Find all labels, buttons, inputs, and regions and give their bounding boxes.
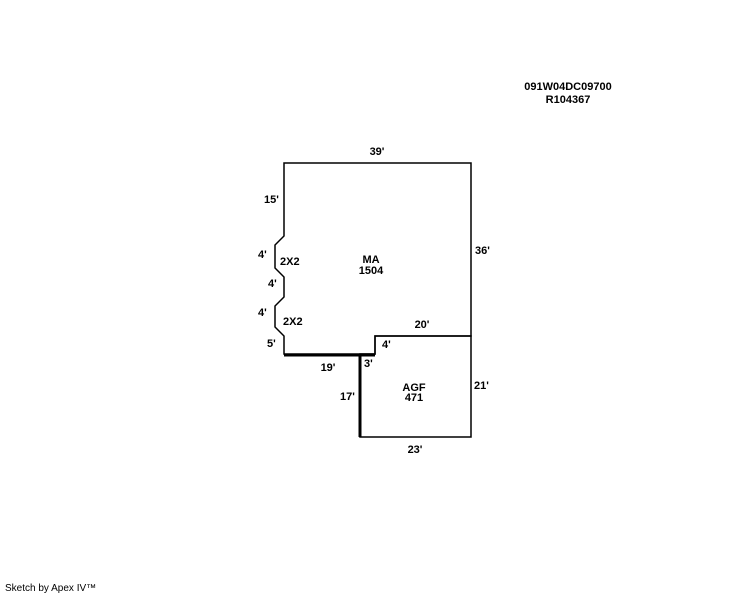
dim-left-mid: 4' [268, 278, 277, 290]
parcel-id: 091W04DC09700 [524, 81, 611, 93]
dim-bottom-main: 19' [321, 362, 336, 374]
dim-left-jog1: 4' [258, 249, 267, 261]
main-area-code: MA [362, 254, 379, 266]
garage-area-code: AGF [402, 382, 426, 394]
sketch-credit: Sketch by Apex IV™ [5, 583, 97, 594]
dim-left-upper: 15' [264, 194, 279, 206]
dim-garage-bottom: 23' [408, 444, 423, 456]
dim-right-upper: 36' [475, 245, 490, 257]
dim-garage-left: 17' [340, 391, 355, 403]
notch-label-lower: 2X2 [283, 316, 303, 328]
dim-inner-step: 4' [382, 339, 391, 351]
dim-left-lower: 5' [267, 338, 276, 350]
dim-top: 39' [370, 146, 385, 158]
garage-area-sqft: 471 [405, 392, 423, 404]
dim-garage-right: 21' [474, 380, 489, 392]
notch-label-upper: 2X2 [280, 256, 300, 268]
dim-step-small: 3' [364, 358, 373, 370]
main-area-sqft: 1504 [359, 265, 384, 277]
dim-left-jog2: 4' [258, 307, 267, 319]
account-id: R104367 [546, 94, 591, 106]
shared-wall [284, 353, 375, 437]
dim-inner-top: 20' [415, 319, 430, 331]
